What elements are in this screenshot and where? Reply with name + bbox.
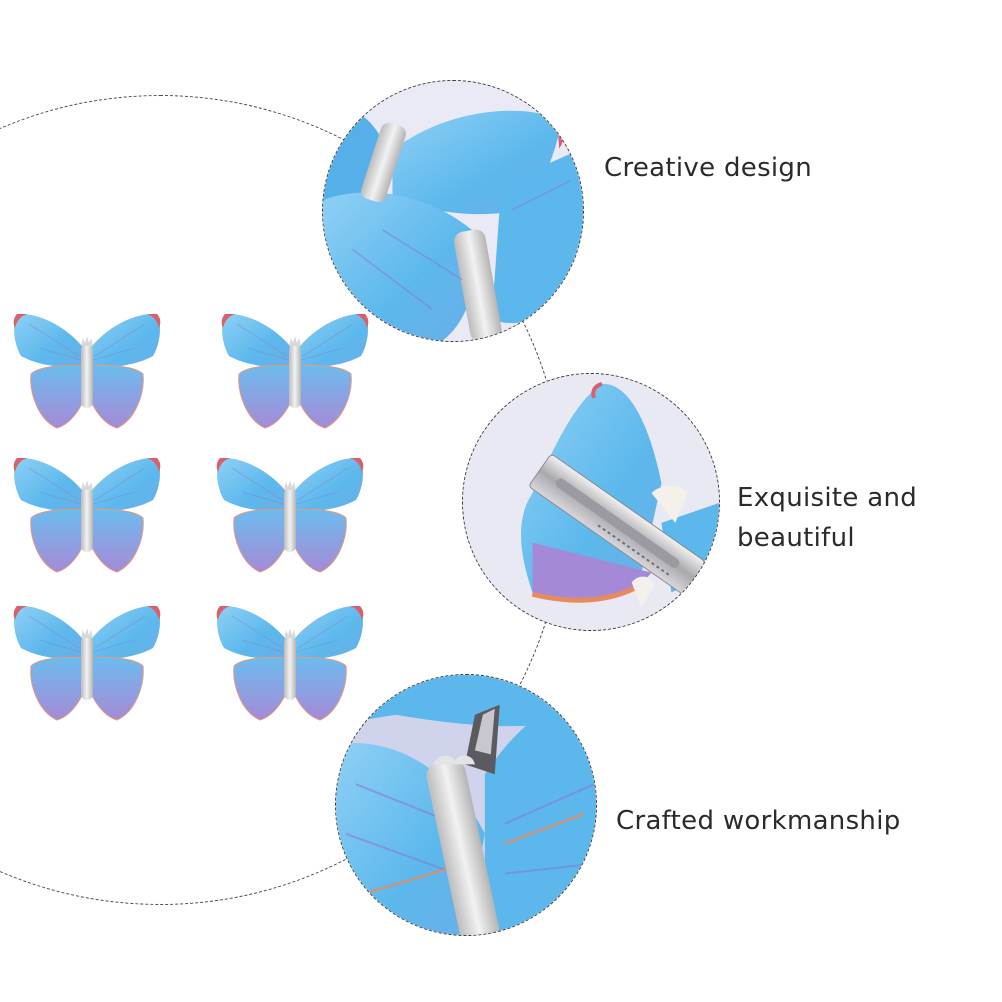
feature-label-exquisite-and-beautiful: Exquisite and beautiful: [737, 478, 917, 558]
butterfly-clip-3: [9, 452, 165, 576]
butterfly-clip-4: [212, 452, 368, 576]
butterfly-icon: [13, 457, 161, 573]
feature-label-crafted-workmanship: Crafted workmanship: [616, 806, 901, 836]
detail-image-creative-design: [322, 80, 584, 342]
butterfly-clip-1: [9, 308, 165, 432]
butterfly-clip-6: [212, 600, 368, 724]
butterfly-clip-2: [217, 308, 373, 432]
butterfly-icon: [13, 605, 161, 721]
detail-image-crafted-workmanship: [335, 674, 597, 936]
closeup-alligator-clip-image: [463, 374, 719, 630]
closeup-glitter-body-image: [336, 675, 596, 935]
feature-label-line-1: Exquisite and: [737, 483, 918, 513]
butterfly-icon: [13, 313, 161, 429]
butterfly-icon: [216, 457, 364, 573]
butterfly-icon: [221, 313, 369, 429]
butterfly-clip-5: [9, 600, 165, 724]
feature-label-creative-design: Creative design: [604, 153, 813, 183]
butterfly-icon: [216, 605, 364, 721]
feature-label-line-2: beautiful: [737, 523, 855, 553]
closeup-two-butterflies-image: [323, 81, 583, 341]
detail-image-exquisite: [462, 373, 720, 631]
